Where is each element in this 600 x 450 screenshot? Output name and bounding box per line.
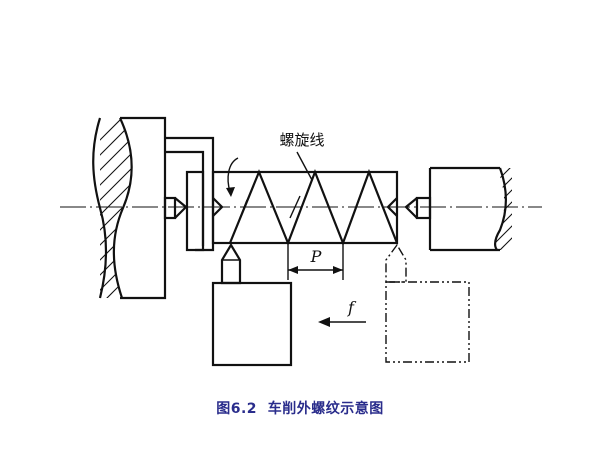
figure-caption: 图6.2 车削外螺纹示意图 bbox=[0, 398, 600, 418]
rotation-arrow-icon bbox=[226, 157, 239, 197]
cutting-tool-phantom bbox=[385, 243, 470, 363]
helix-leader bbox=[296, 151, 313, 181]
section-hatching-left bbox=[100, 118, 132, 298]
spindle-chuck bbox=[92, 116, 167, 300]
thread-helix-hidden bbox=[239, 199, 248, 219]
right-center-point bbox=[404, 196, 432, 220]
helix-label: 螺旋线 bbox=[279, 131, 324, 149]
pitch-label: P bbox=[310, 247, 322, 266]
feed-label: f bbox=[347, 298, 357, 317]
lathe-dog bbox=[165, 136, 215, 252]
pitch-dimension bbox=[287, 243, 344, 280]
feed-arrow-icon bbox=[318, 317, 366, 327]
tailstock bbox=[428, 166, 512, 252]
caption-title: 车削外螺纹示意图 bbox=[267, 401, 384, 417]
workpiece bbox=[211, 170, 399, 245]
section-hatching-right bbox=[495, 168, 512, 250]
thread-helix bbox=[228, 168, 399, 247]
thread-helix-back bbox=[289, 195, 301, 219]
caption-number: 图6.2 bbox=[216, 401, 258, 417]
cutting-tool bbox=[211, 242, 293, 367]
left-center-point bbox=[163, 196, 188, 220]
